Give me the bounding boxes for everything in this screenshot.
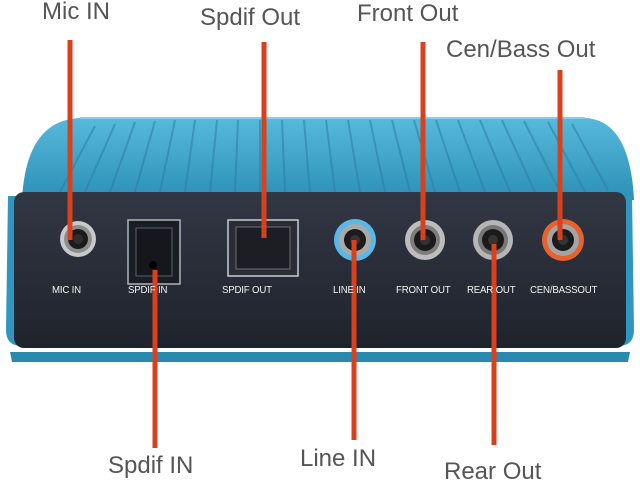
panel-label-front-out: FRONT OUT	[396, 284, 451, 296]
panel-label-rear-out: REAR OUT	[467, 284, 516, 296]
callout-mic-in: Mic IN	[42, 0, 110, 25]
front-panel	[14, 192, 626, 348]
casing-top	[22, 117, 634, 200]
panel-label-spdif-out: SPDIF OUT	[222, 284, 272, 296]
panel-label-mic-in: MIC IN	[52, 284, 81, 296]
panel-label-spdif-in: SPDIF IN	[128, 284, 168, 296]
callout-rear-out: Rear Out	[444, 458, 542, 485]
callout-line-in: Line IN	[300, 445, 377, 472]
callout-spdif-out: Spdif Out	[200, 4, 301, 31]
panel-label-line-in: LINE IN	[333, 284, 366, 296]
callout-spdif-in: Spdif IN	[108, 452, 194, 479]
cen-bass-out-jack	[542, 219, 584, 261]
panel-label-cen-bass-out: CEN/BASSOUT	[530, 284, 598, 296]
callout-front-out: Front Out	[357, 0, 459, 27]
callout-cen-bass-out: Cen/Bass Out	[446, 36, 596, 63]
mic-in-jack	[60, 221, 96, 257]
rear-out-jack	[473, 220, 513, 260]
